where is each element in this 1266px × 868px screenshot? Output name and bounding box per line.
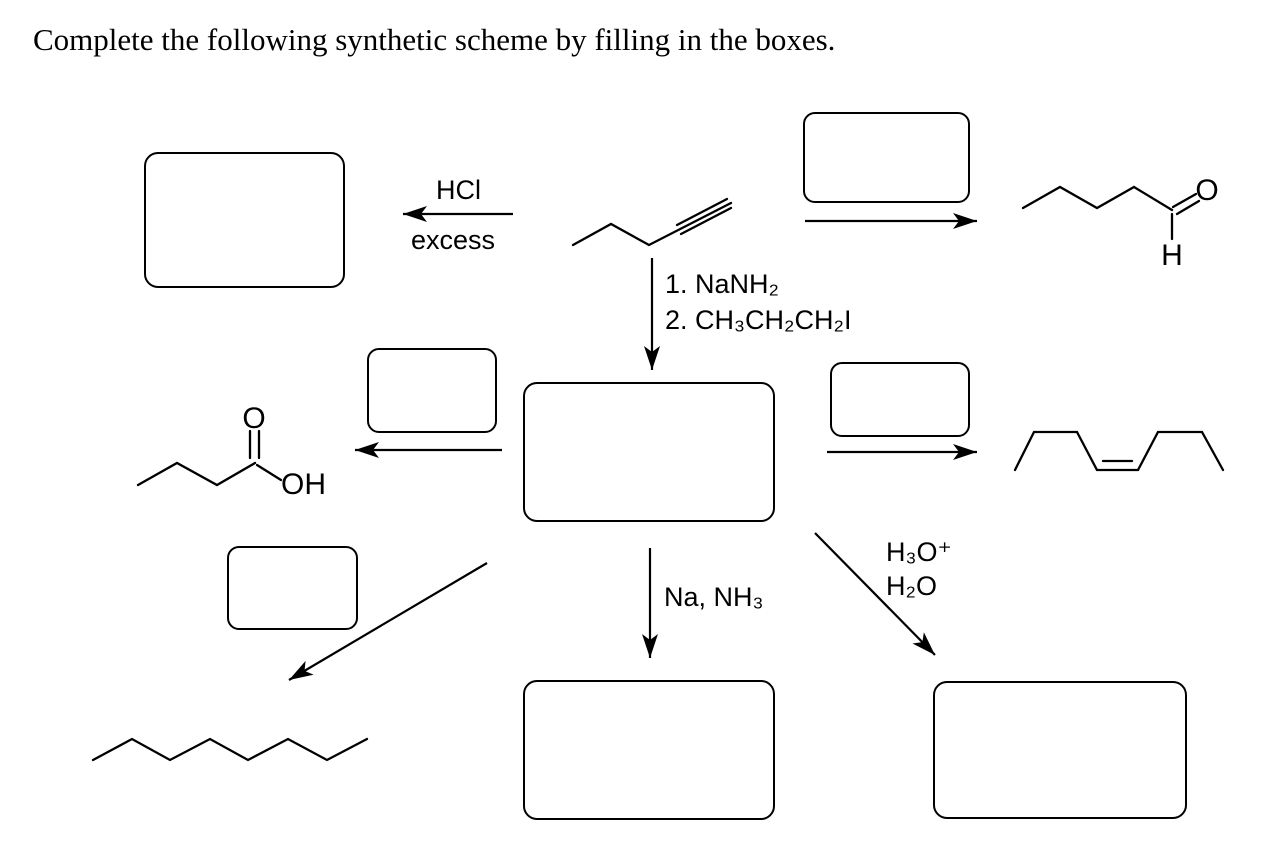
page-title: Complete the following synthetic scheme … [33, 22, 836, 57]
cis-4-octene-structure [1013, 430, 1225, 472]
butanoic-oxygen-label: O [242, 402, 265, 435]
answer-box-mid-right-reagent[interactable] [830, 362, 970, 437]
answer-box-bottom-center-product[interactable] [523, 680, 775, 820]
reagent-label-excess: excess [411, 225, 496, 255]
reagent-label-hcl: HCl [436, 175, 481, 205]
answer-box-top-right-reagent[interactable] [803, 112, 970, 203]
reagent-label-h2o: H₂O [886, 571, 937, 601]
pent-1-yne-structure [571, 197, 733, 247]
answer-box-bottom-right-product[interactable] [933, 681, 1187, 819]
pentanal-oxygen-label: O [1195, 174, 1218, 207]
answer-box-top-left-product[interactable] [144, 152, 345, 288]
octane-structure [91, 737, 369, 762]
answer-box-mid-left-reagent[interactable] [367, 348, 497, 433]
answer-box-bottom-left-reagent[interactable] [227, 546, 358, 630]
reagent-label-propyl-iodide: 2. CH₃CH₂CH₂I [665, 305, 852, 335]
reagent-label-na-nh3: Na, NH₃ [664, 582, 764, 612]
arrow-bottom-left-diagonal [288, 562, 488, 681]
answer-box-central-product[interactable] [523, 382, 775, 522]
reagent-label-h3o-plus: H₃O⁺ [886, 537, 952, 567]
butanoic-acid-structure: O OH [136, 402, 326, 501]
butanoic-hydroxyl-label: OH [281, 468, 326, 501]
arrow-bottom-right-diagonal [814, 532, 936, 656]
pentanal-hydrogen-label: H [1161, 239, 1183, 272]
pentanal-structure: O H [1021, 174, 1219, 272]
reagent-label-nanh2: 1. NaNH₂ [665, 269, 780, 299]
